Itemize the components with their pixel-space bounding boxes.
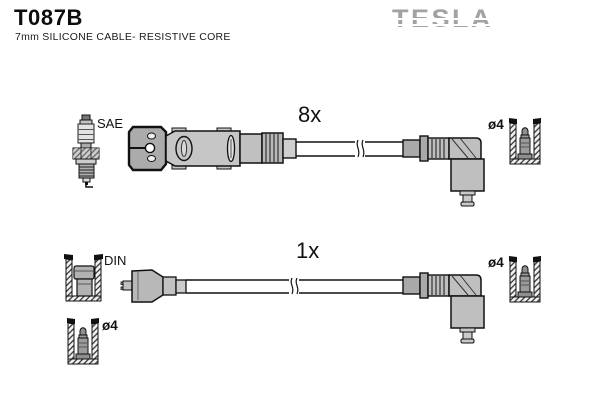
- terminal-diameter-label-row1: ø4: [488, 117, 504, 132]
- terminal-cross-section-left: [66, 317, 100, 365]
- quantity-label-row1: 8x: [298, 102, 321, 127]
- angled-boot-row2: [402, 272, 485, 344]
- sae-label: SAE: [97, 116, 123, 131]
- terminal-diameter-label-row2: ø4: [488, 255, 504, 270]
- logo-stripe: [390, 18, 492, 21]
- cable-row2: [186, 277, 403, 296]
- part-number: T087B: [14, 5, 84, 30]
- angled-boot-row1: [402, 135, 485, 207]
- spark-plug-icon: [72, 114, 100, 188]
- product-description: 7mm SILICONE CABLE- RESISTIVE CORE: [15, 31, 231, 43]
- din-label: DIN: [104, 253, 126, 268]
- terminal-cross-section-row1: [508, 117, 542, 165]
- straight-connector-row2: [120, 269, 187, 303]
- terminal-cross-section-row2: [508, 255, 542, 303]
- quantity-label-row2: 1x: [296, 238, 319, 263]
- logo-stripe: [390, 24, 492, 27]
- block-connector-row1: [127, 125, 297, 172]
- cable-row1: [296, 139, 403, 159]
- terminal-diameter-label-left: ø4: [102, 318, 118, 333]
- din-boot-cross-section: [64, 254, 103, 302]
- tesla-logo: TESLA: [390, 7, 492, 34]
